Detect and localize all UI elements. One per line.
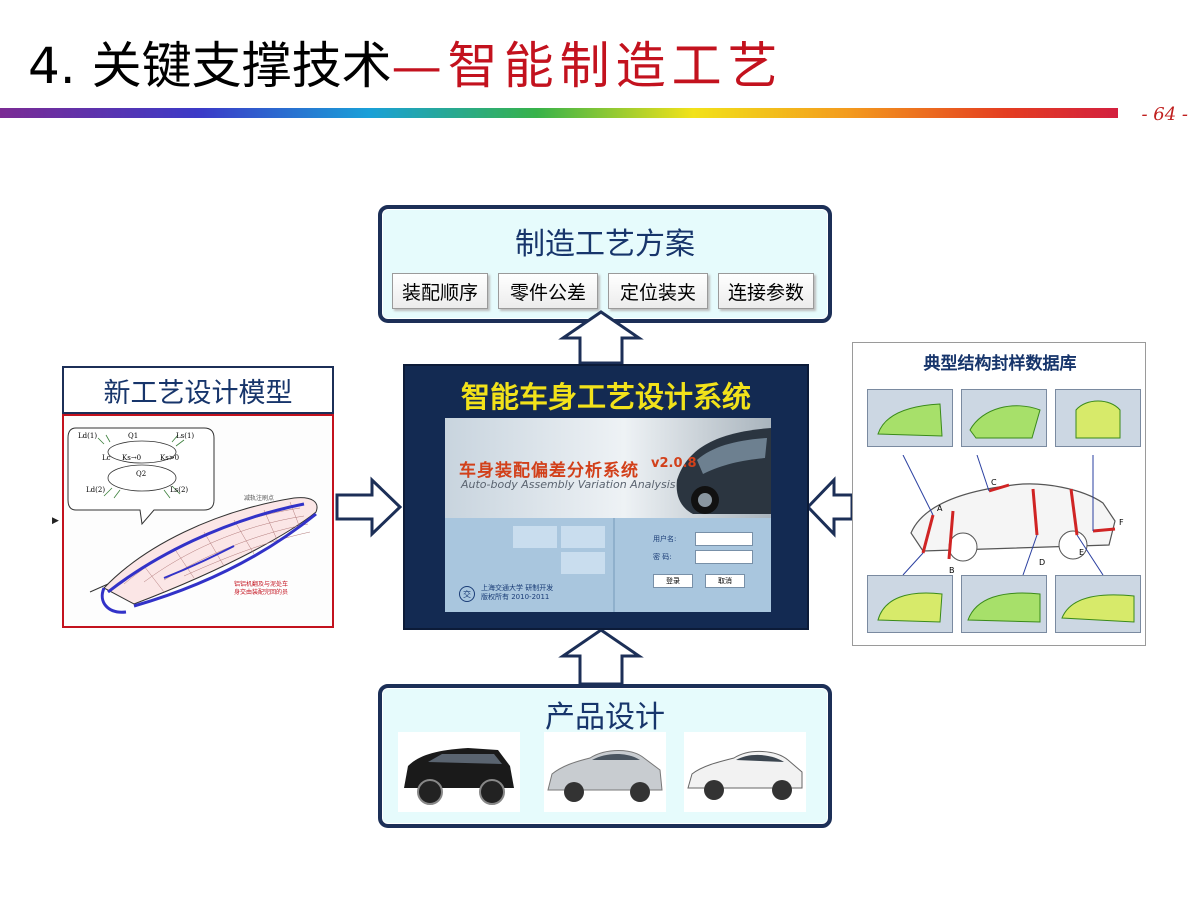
callout-label: Q2 <box>136 470 146 478</box>
door-panel-mesh-illustration: Ld(1) Q1 Ls(1) Lc Ks→0 Ks>0 Q2 Ld(2) Ls(… <box>67 427 318 614</box>
sedan-white-icon <box>687 751 803 800</box>
decor-block <box>513 526 557 548</box>
slide-title: 4. 关键支撑技术—智能制造工艺 <box>28 26 784 95</box>
point-label: D <box>1039 558 1045 567</box>
callout-label: Ld(2) <box>86 486 105 494</box>
callout-label: Ld(1) <box>78 432 97 440</box>
software-login-screenshot: 车身装配偏差分析系统 v2.0.8 Auto-body Assembly Var… <box>445 418 771 612</box>
typical-structure-sample-database: 典型结构封样数据库 A B C D E F <box>852 342 1146 646</box>
username-input[interactable] <box>695 532 753 546</box>
product-design-panel: 产品设计 <box>378 684 832 828</box>
process-plan-items: 装配顺序 零件公差 定位装夹 连接参数 <box>392 273 814 309</box>
arrow-right-to-system-icon <box>335 476 403 538</box>
car-photo-sedan-silver <box>544 732 666 812</box>
arrow-left-to-system-icon <box>805 476 854 538</box>
password-label: 密 码: <box>653 553 672 561</box>
software-organization: 上海交通大学 研制开发 版权所有 2010-2011 <box>481 584 553 602</box>
annotation-bottom-2: 身交由装配完回的员 <box>234 588 288 596</box>
callout-label: Ks→0 <box>122 454 141 462</box>
login-button[interactable]: 登录 <box>653 574 693 588</box>
title-part-sub: —智能制造工艺 <box>391 37 784 95</box>
new-process-design-model-title: 新工艺设计模型 <box>62 366 334 414</box>
car-body-wireframe-icon: A B C D E F <box>902 455 1124 575</box>
software-banner <box>445 418 771 518</box>
org-line-1: 上海交通大学 研制开发 <box>481 584 554 592</box>
software-title-en: Auto-body Assembly Variation Analysis <box>461 478 676 491</box>
cancel-button[interactable]: 取消 <box>705 574 745 588</box>
software-version: v2.0.8 <box>651 456 697 471</box>
sedan-silver-icon <box>547 750 663 802</box>
manufacturing-process-plan-title: 制造工艺方案 <box>515 227 695 262</box>
car-photo-suv <box>398 732 520 812</box>
password-input[interactable] <box>695 550 753 564</box>
structure-thumbnail <box>961 389 1047 447</box>
username-label: 用户名: <box>653 535 677 543</box>
structure-thumbnail <box>1055 575 1141 633</box>
item-locating-fixture: 定位装夹 <box>608 273 708 309</box>
car-photo-sedan-white <box>684 732 806 812</box>
decor-block <box>561 526 605 548</box>
arrow-up-to-system-icon <box>558 628 644 686</box>
database-title: 典型结构封样数据库 <box>923 354 1077 374</box>
slide-marker: ▶ <box>52 516 59 526</box>
suv-black-icon <box>404 748 514 805</box>
point-label: C <box>991 478 997 487</box>
annotation-bottom-1: 铝铝机翻及与泥处车 <box>234 580 288 588</box>
callout-label: Ks>0 <box>160 454 179 462</box>
structure-thumbnail <box>1055 389 1141 447</box>
structure-thumbnail <box>867 575 953 633</box>
structure-thumbnail <box>867 389 953 447</box>
point-label: B <box>949 566 955 575</box>
manufacturing-process-plan-panel: 制造工艺方案 装配顺序 零件公差 定位装夹 连接参数 <box>378 205 832 323</box>
point-label: E <box>1079 548 1084 557</box>
org-line-2: 版权所有 2010-2011 <box>481 593 550 601</box>
structure-thumbnail <box>961 575 1047 633</box>
point-label: A <box>937 504 943 513</box>
product-design-title: 产品设计 <box>545 700 665 735</box>
callout-label: Q1 <box>128 432 138 440</box>
item-assembly-sequence: 装配顺序 <box>392 273 488 309</box>
annotation-top: 减轨注刷点 <box>244 494 274 502</box>
university-logo-icon: 交 <box>459 586 475 602</box>
login-area: 用户名: 密 码: 登录 取消 <box>445 518 771 612</box>
process-model-figure: Ld(1) Q1 Ls(1) Lc Ks→0 Ks>0 Q2 Ld(2) Ls(… <box>62 414 334 628</box>
divider <box>613 518 615 612</box>
item-joining-parameters: 连接参数 <box>718 273 814 309</box>
title-part-main: 4. 关键支撑技术 <box>28 37 392 95</box>
car-front-icon <box>676 428 771 514</box>
arrow-up-to-plan-icon <box>558 310 644 365</box>
callout-label: Lc <box>102 454 111 462</box>
intelligent-body-process-design-system: 智能车身工艺设计系统 车身装配偏差分析系统 v2.0.8 Auto-body A… <box>403 364 809 630</box>
decor-block <box>561 552 605 574</box>
page-number: - 64 - <box>1141 104 1188 125</box>
system-title: 智能车身工艺设计系统 <box>460 380 751 414</box>
callout-label: Ls(2) <box>170 486 188 494</box>
rainbow-divider <box>0 108 1118 118</box>
software-title-cn: 车身装配偏差分析系统 <box>459 461 639 481</box>
item-part-tolerance: 零件公差 <box>498 273 598 309</box>
callout-label: Ls(1) <box>176 432 194 440</box>
point-label: F <box>1119 518 1124 527</box>
